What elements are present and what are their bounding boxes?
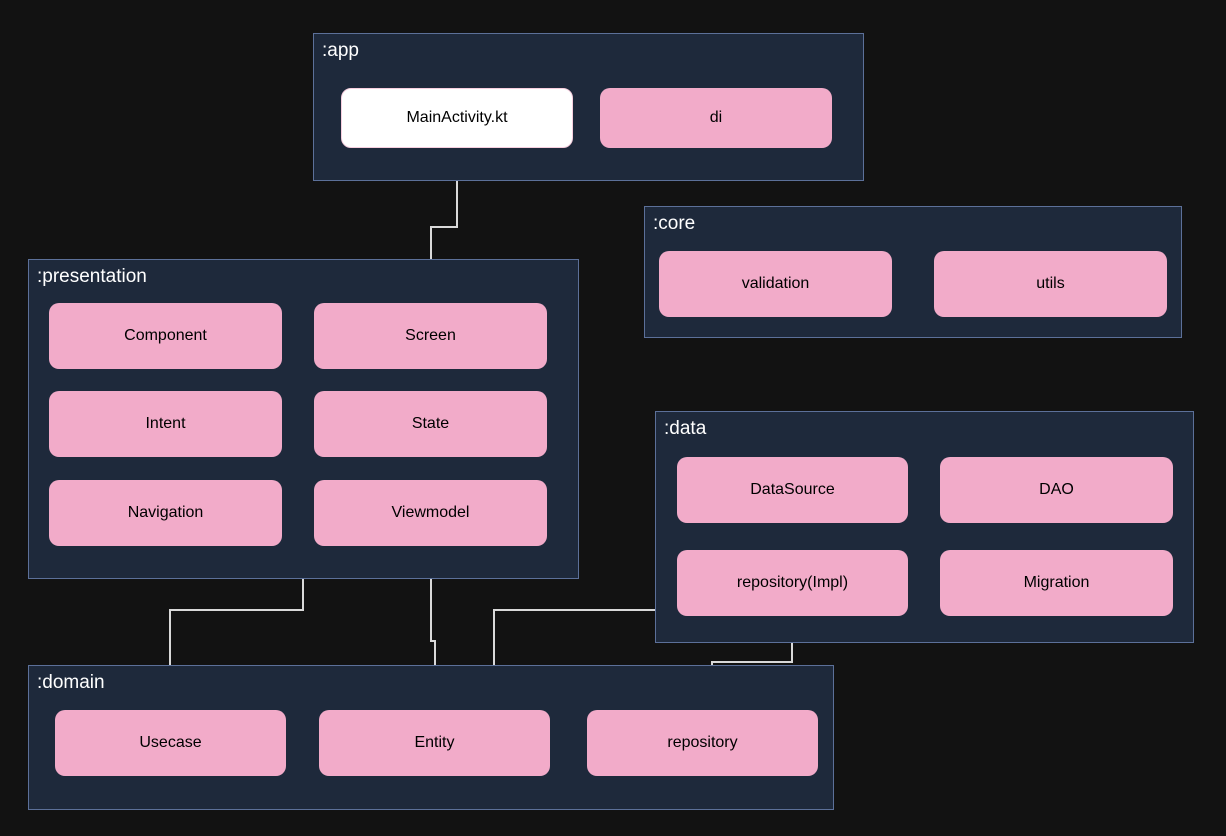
node-viewmodel[interactable]: Viewmodel: [314, 480, 547, 546]
node-di[interactable]: di: [600, 88, 832, 148]
node-usecase[interactable]: Usecase: [55, 710, 286, 776]
node-utils[interactable]: utils: [934, 251, 1167, 317]
node-validation[interactable]: validation: [659, 251, 892, 317]
node-intent[interactable]: Intent: [49, 391, 282, 457]
node-component[interactable]: Component: [49, 303, 282, 369]
module-title-domain: :domain: [37, 672, 105, 693]
node-repository[interactable]: repository: [587, 710, 818, 776]
node-state[interactable]: State: [314, 391, 547, 457]
node-repositoryimpl[interactable]: repository(Impl): [677, 550, 908, 616]
node-navigation[interactable]: Navigation: [49, 480, 282, 546]
node-screen[interactable]: Screen: [314, 303, 547, 369]
module-title-presentation: :presentation: [37, 266, 147, 287]
node-entity[interactable]: Entity: [319, 710, 550, 776]
node-datasource[interactable]: DataSource: [677, 457, 908, 523]
module-title-app: :app: [322, 40, 359, 61]
module-title-core: :core: [653, 213, 696, 234]
node-dao[interactable]: DAO: [940, 457, 1173, 523]
node-mainactivity[interactable]: MainActivity.kt: [341, 88, 573, 148]
module-title-data: :data: [664, 418, 707, 439]
node-migration[interactable]: Migration: [940, 550, 1173, 616]
